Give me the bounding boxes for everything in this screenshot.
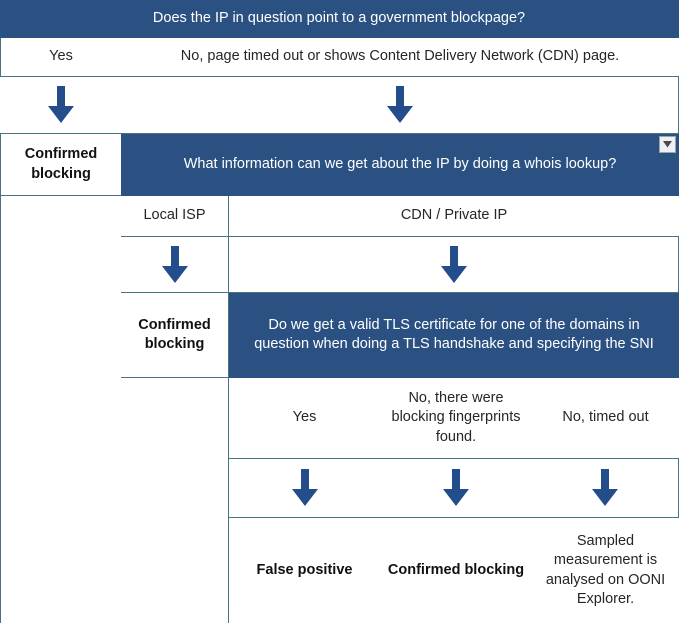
question-1-banner: Does the IP in question point to a gover…: [0, 0, 679, 38]
arrow-cell-no-level1: [121, 77, 679, 134]
arrow-down-icon: [440, 245, 467, 283]
arrow-down-icon: [47, 86, 74, 123]
chevron-down-icon: [663, 141, 672, 148]
answer-yes-level1: Yes: [0, 38, 122, 77]
arrow-cell-local-isp: [121, 237, 229, 293]
arrow-down-icon: [291, 469, 318, 506]
answer-yes-level3: Yes: [229, 378, 381, 459]
question-2-banner: What information can we get about the IP…: [121, 134, 679, 196]
answer-timeout-level3: No, timed out: [532, 378, 679, 459]
arrow-cell-timeout-level3: [532, 459, 679, 518]
arrow-cell-yes-level3: [229, 459, 381, 518]
arrow-down-icon: [592, 469, 618, 506]
outcome-false-positive: False positive: [229, 518, 381, 623]
arrow-cell-fingerprints-level3: [380, 459, 533, 518]
answer-fingerprints-level3: No, there were blocking fingerprints fou…: [380, 378, 533, 459]
question-3-banner: Do we get a valid TLS certificate for on…: [229, 293, 679, 378]
outcome-confirmed-blocking-level3: Confirmed blocking: [380, 518, 533, 623]
empty-level2-column: [121, 378, 229, 623]
outcome-confirmed-blocking-level1: Confirmed blocking: [0, 134, 122, 196]
arrow-cell-cdn: [229, 237, 679, 293]
arrow-down-icon: [386, 86, 413, 123]
answer-no-level1: No, page timed out or shows Content Deli…: [121, 38, 679, 77]
empty-left-column: [0, 196, 122, 623]
filter-dropdown-button[interactable]: [659, 136, 676, 153]
outcome-confirmed-blocking-level2: Confirmed blocking: [121, 293, 229, 378]
arrow-cell-yes-level1: [0, 77, 122, 134]
answer-local-isp: Local ISP: [121, 196, 229, 237]
arrow-down-icon: [161, 245, 188, 283]
answer-cdn-private-ip: CDN / Private IP: [229, 196, 679, 237]
outcome-sampled-measurement: Sampled measurement is analysed on OONI …: [532, 518, 679, 623]
arrow-down-icon: [443, 469, 469, 506]
